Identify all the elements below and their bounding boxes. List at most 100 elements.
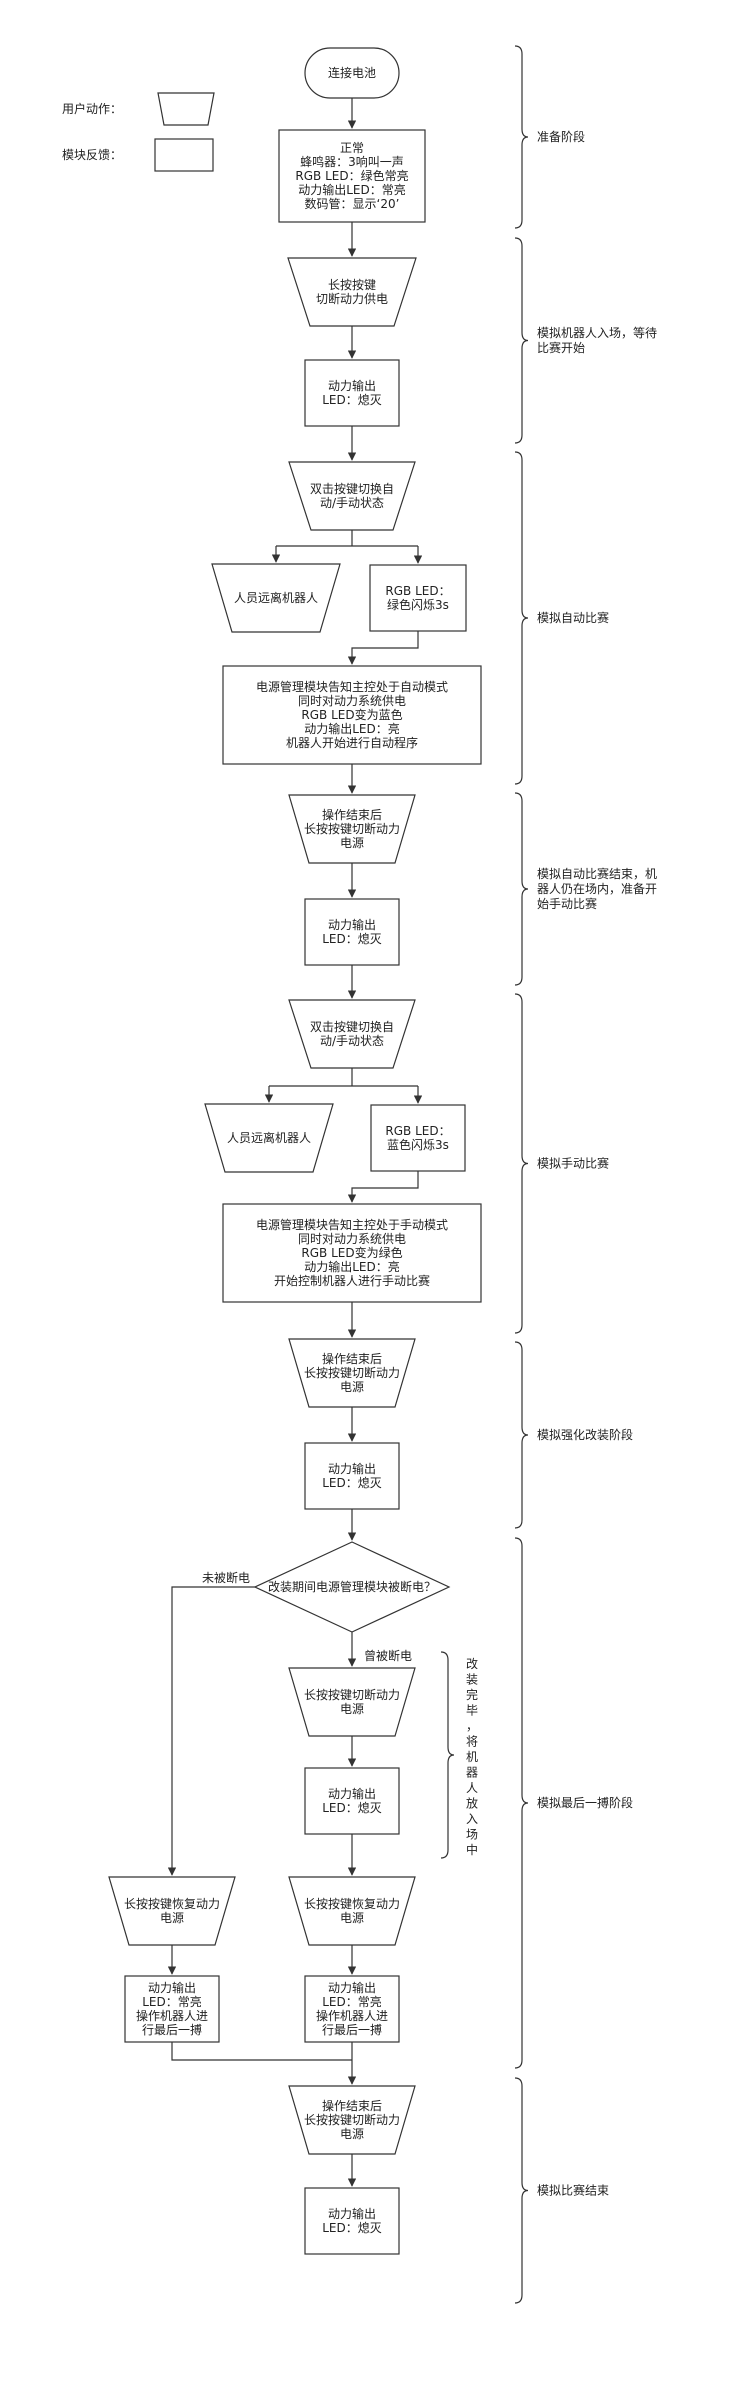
auto-mode-text-line: RGB LED变为蓝色 [301, 707, 402, 722]
double-click-2-text-line: 双击按键切换自 [310, 1020, 394, 1034]
double-click-1-text: 双击按键切换自动/手动状态 [310, 482, 394, 510]
leave-robot-2-text: 人员远离机器人 [227, 1130, 311, 1145]
restore-right-shape [288, 1876, 416, 1946]
stage-label-5: 模拟手动比赛 [537, 1156, 609, 1171]
start-node-text-line: 连接电池 [328, 65, 376, 80]
after-op-1-text-line: 电源 [340, 836, 364, 850]
legend-module-feedback-label-line: 模块反馈： [62, 148, 122, 162]
stage-brace-3 [514, 451, 529, 785]
restore-left-text-line: 长按按键恢复动力 [124, 1897, 220, 1911]
after-op-2-text-line: 电源 [340, 1380, 364, 1394]
after-op-1-text-line: 长按按键切断动力 [304, 821, 400, 836]
leave-robot-2-shape [204, 1103, 334, 1173]
stage-label-line: 模拟强化改装阶段 [537, 1427, 633, 1442]
stage-brace-2 [514, 237, 529, 444]
normal-status-text-line: 动力输出LED：常亮 [298, 182, 406, 197]
leave-robot-1-text-line: 人员远离机器人 [234, 590, 318, 605]
stage-label-line: 始手动比赛 [537, 896, 597, 911]
final-left-box [124, 1975, 220, 2043]
final-left-text-line: 行最后一搏 [142, 2023, 202, 2037]
label-not-cut-line: 未被断电 [202, 1570, 250, 1585]
auto-mode-text-line: 同时对动力系统供电 [298, 694, 406, 708]
stage-label-line: 模拟自动比赛结束，机 [537, 866, 657, 881]
long-press-1-text-line: 长按按键 [328, 278, 376, 292]
stage-brace-8 [514, 2077, 529, 2304]
vertical-note-char: 机 [466, 1750, 478, 1764]
final-right-text-line: 动力输出 [328, 1980, 376, 1995]
stage-label-line: 模拟比赛结束 [537, 2183, 609, 2198]
auto-mode-text-line: 机器人开始进行自动程序 [286, 735, 418, 750]
after-op-2-text-line: 操作结束后 [322, 1351, 382, 1366]
leave-robot-1-text: 人员远离机器人 [234, 590, 318, 605]
final-left-text-line: LED：常亮 [142, 1994, 202, 2009]
restore-left-shape [108, 1876, 236, 1946]
power-off-2-text-line: LED：熄灭 [322, 932, 382, 946]
restore-right-text-line: 长按按键恢复动力 [304, 1897, 400, 1911]
leave-robot-1-shape [211, 563, 341, 633]
stage-label-6: 模拟强化改装阶段 [537, 1427, 633, 1442]
power-off-2-text-line: 动力输出 [328, 917, 376, 932]
vertical-note-char: 器 [466, 1766, 478, 1780]
long-press-cut-text: 长按按键切断动力电源 [304, 1687, 400, 1716]
note-brace [440, 1651, 455, 1859]
legend-user-action-label-line: 用户动作： [62, 101, 122, 116]
vertical-note-char: 改 [466, 1657, 478, 1671]
auto-mode-text-line: 电源管理模块告知主控处于自动模式 [256, 679, 448, 694]
power-off-1-box [304, 359, 400, 427]
power-off-5-box [304, 2187, 400, 2255]
normal-status-text-line: 蜂鸣器：3响叫一声 [300, 154, 404, 169]
after-op-3-text-line: 电源 [340, 2127, 364, 2141]
after-op-3-shape [288, 2085, 416, 2155]
vertical-note-char: 中 [466, 1842, 478, 1857]
rgb-green-flash-text: RGB LED：绿色闪烁3s [385, 584, 450, 612]
double-click-1-text-line: 动/手动状态 [320, 496, 384, 510]
stage-label-line: 模拟自动比赛 [537, 610, 609, 625]
restore-right-text: 长按按键恢复动力电源 [304, 1897, 400, 1925]
restore-right-text-line: 电源 [340, 1911, 364, 1925]
legend-user-action-label: 用户动作： [62, 101, 122, 116]
power-off-2-box [304, 898, 400, 966]
manual-mode-box [222, 1203, 482, 1303]
start-node-text: 连接电池 [328, 65, 376, 80]
arrow-green-auto [347, 631, 419, 665]
final-right-text-line: 操作机器人进 [316, 2008, 388, 2023]
final-left-text-line: 动力输出 [148, 1980, 196, 1995]
power-off-3-text-line: 动力输出 [328, 1461, 376, 1476]
stage-label-1: 准备阶段 [537, 129, 585, 144]
stage-label-line: 模拟机器人入场，等待 [537, 326, 657, 340]
manual-mode-text-line: 同时对动力系统供电 [298, 1232, 406, 1246]
power-off-4-text-line: LED：熄灭 [322, 1801, 382, 1815]
power-off-4-box [304, 1767, 400, 1835]
power-off-5-text-line: LED：熄灭 [322, 2221, 382, 2235]
power-off-3-text-line: LED：熄灭 [322, 1476, 382, 1490]
auto-mode-text-line: 动力输出LED：亮 [304, 721, 400, 736]
stage-label-line: 比赛开始 [537, 340, 585, 355]
after-op-1-shape [288, 794, 416, 864]
normal-status-text-line: 正常 [340, 141, 364, 155]
rgb-blue-flash-text-line: RGB LED： [385, 1124, 450, 1138]
vertical-note-char: 场 [466, 1828, 478, 1842]
vertical-note-char: ， [466, 1719, 478, 1733]
manual-mode-text-line: 开始控制机器人进行手动比赛 [274, 1273, 430, 1288]
stage-brace-1 [514, 45, 529, 229]
long-press-cut-text-line: 电源 [340, 1702, 364, 1716]
label-not-cut: 未被断电 [202, 1570, 250, 1585]
arrow-decision-notcut [167, 1586, 255, 1876]
after-op-2-text-line: 长按按键切断动力 [304, 1365, 400, 1380]
normal-status-text-line: 数码管：显示‘20’ [305, 196, 400, 211]
after-op-1-text-line: 操作结束后 [322, 807, 382, 822]
manual-mode-text-line: 电源管理模块告知主控处于手动模式 [256, 1217, 448, 1232]
after-op-2-shape [288, 1338, 416, 1408]
final-left-text-line: 操作机器人进 [136, 2008, 208, 2023]
long-press-1-shape [287, 257, 417, 327]
legend-module-feedback-label: 模块反馈： [62, 148, 122, 162]
rgb-blue-flash-text-line: 蓝色闪烁3s [387, 1138, 449, 1152]
